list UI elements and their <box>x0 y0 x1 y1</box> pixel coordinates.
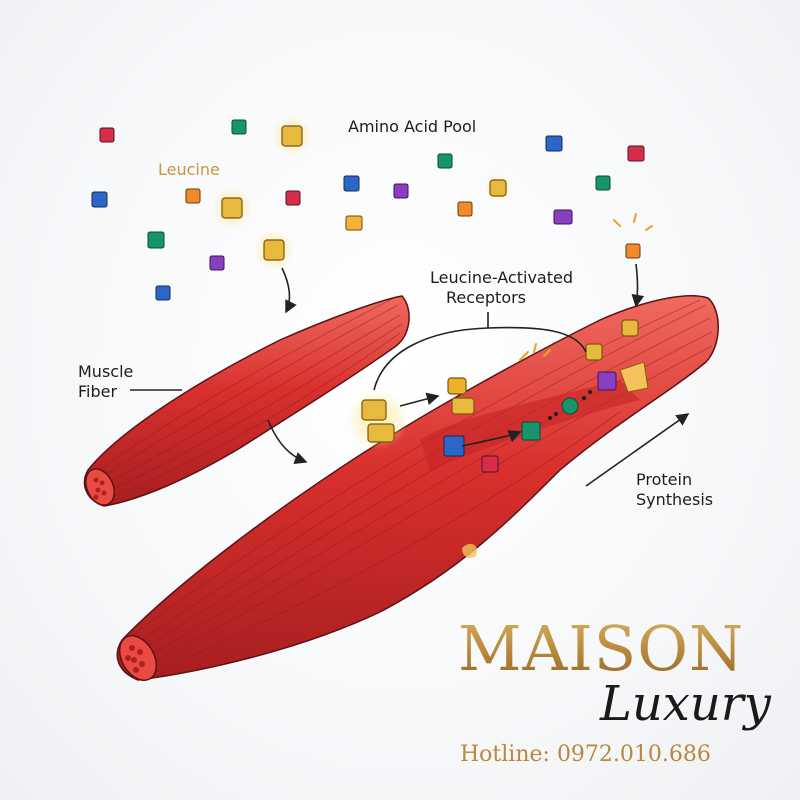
protein-chain <box>443 371 617 473</box>
leucine-label: Leucine <box>158 160 220 179</box>
receptors-label-line1: Leucine-Activated <box>430 268 573 287</box>
protein-synthesis-label-line1: Protein <box>636 470 693 489</box>
protein-synthesis-label-line2: Synthesis <box>636 490 714 509</box>
brand-logo-script: Luxury <box>600 676 771 732</box>
muscle-fiber-label-line1: Muscle <box>78 362 134 381</box>
cube-blue <box>155 285 171 301</box>
leucine-cubes <box>212 116 639 450</box>
cube-blue <box>343 175 360 192</box>
sparkle-marks <box>519 213 653 361</box>
cube-purple <box>393 183 409 199</box>
cube-red <box>285 190 301 206</box>
cube-orange <box>185 188 201 204</box>
arrows <box>130 263 690 487</box>
cube-red <box>627 145 645 162</box>
cube-orange <box>457 201 473 217</box>
cube-purple <box>553 209 573 225</box>
cube-blue <box>545 135 563 152</box>
cube-orange <box>625 243 641 259</box>
cube-orange <box>345 215 363 231</box>
cube-blue <box>91 191 108 208</box>
cube-purple <box>209 255 225 271</box>
cube-green <box>437 153 453 169</box>
cube-red <box>99 127 115 143</box>
hotline-text: Hotline: 0972.010.686 <box>460 742 711 767</box>
muscle-fiber-small <box>83 295 410 507</box>
cube-green <box>147 231 165 249</box>
amino-acid-cubes <box>91 119 645 301</box>
brand-logo-wordmark: MAISON <box>458 612 745 685</box>
cube-green <box>231 119 247 135</box>
cube-green <box>595 175 611 191</box>
muscle-fiber-label-line2: Fiber <box>78 382 118 401</box>
amino-acid-pool-label: Amino Acid Pool <box>348 117 477 136</box>
receptors-label-line2: Receptors <box>446 288 527 307</box>
